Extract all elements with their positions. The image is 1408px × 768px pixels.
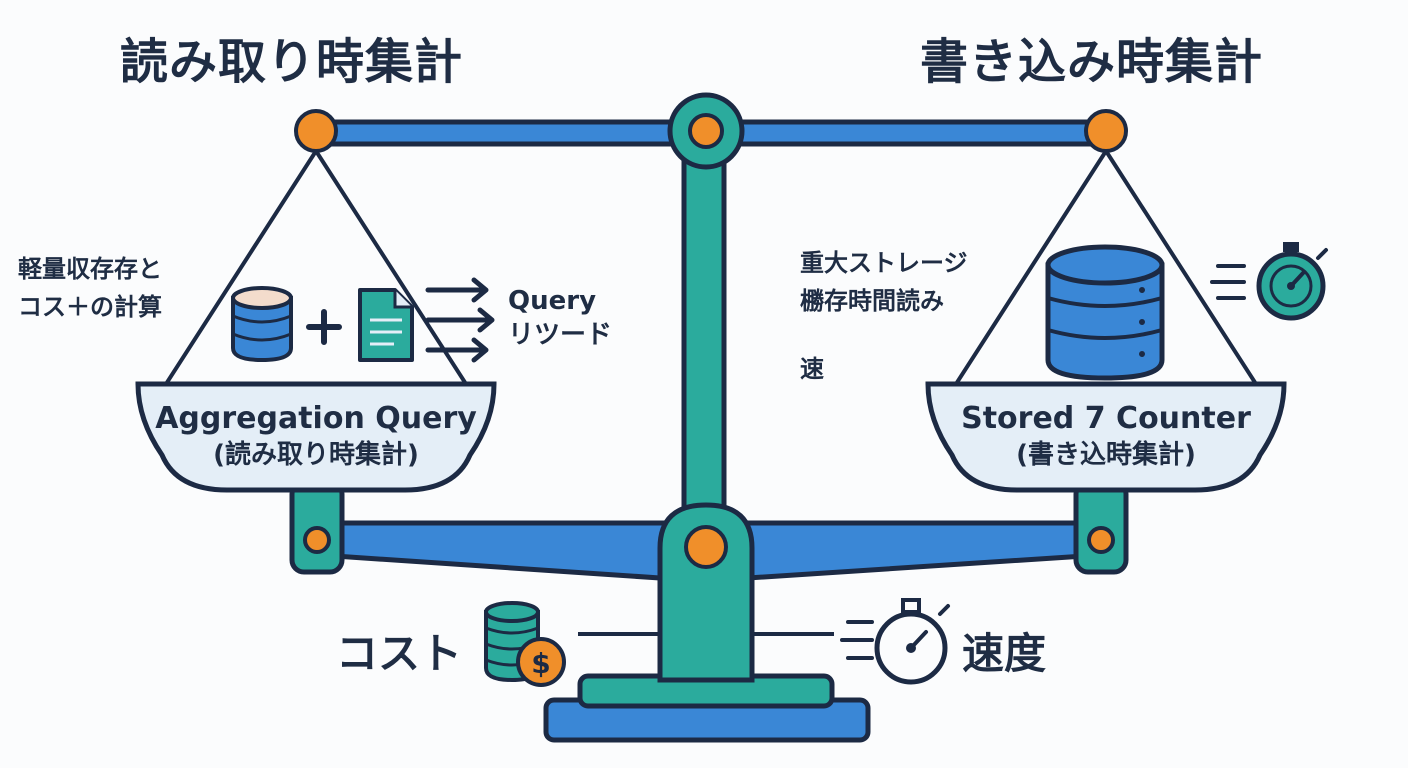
- aggregation-query-sublabel: (読み取り時集計): [213, 440, 419, 470]
- fast-stopwatch-icon: [1210, 242, 1328, 321]
- stopwatch-icon: [840, 598, 950, 685]
- arrow-label: Query リツード: [508, 284, 612, 352]
- arrow-label-line: リツード: [508, 320, 613, 350]
- server-database-icon: [1045, 244, 1165, 381]
- left-pan: [135, 381, 497, 493]
- arrow-label-line: Query: [508, 286, 597, 316]
- right-pan: [925, 381, 1287, 493]
- stored-counter-label: Stored 7 Counter: [961, 401, 1251, 436]
- central-pole: [681, 147, 727, 533]
- plus-icon: [306, 309, 342, 345]
- read-time-aggregation-title: 読み取り時集計: [120, 34, 464, 90]
- lower-pivot: [684, 525, 728, 569]
- database-icon: [231, 286, 293, 363]
- central-column: [657, 502, 755, 683]
- right-beam-end: [1084, 109, 1128, 153]
- write-time-aggregation-title: 書き込み時集計: [920, 34, 1264, 90]
- left-strings: [164, 149, 468, 386]
- left-pan-label: Aggregation Query (読み取り時集計): [138, 400, 494, 472]
- top-pivot-inner: [688, 113, 724, 149]
- arrows-icon: [425, 277, 495, 363]
- cost-label: コスト: [336, 629, 463, 678]
- right-note: 重大ストレージ 橳存時間読み 速: [800, 244, 968, 388]
- aggregation-query-label: Aggregation Query: [155, 401, 477, 436]
- left-note-line: 軽量収存存と: [18, 255, 162, 283]
- stored-counter-sublabel: (書き込時集計): [1016, 440, 1196, 470]
- right-note-line: 速: [800, 355, 824, 383]
- speed-label: 速度: [962, 629, 1047, 678]
- right-note-line: 橳存時間読み: [800, 287, 944, 315]
- right-note-line: 重大ストレージ: [800, 249, 968, 277]
- left-hanger-joint: [303, 526, 331, 554]
- dollar-sign: $: [531, 647, 550, 680]
- left-note: 軽量収存存と コス＋の計算: [18, 250, 162, 326]
- document-icon: [358, 288, 414, 362]
- right-pan-label: Stored 7 Counter (書き込時集計): [928, 400, 1284, 472]
- right-hanger-joint: [1087, 526, 1115, 554]
- right-strings: [954, 149, 1258, 386]
- left-note-line: コス＋の計算: [18, 293, 162, 321]
- dollar-coin-icon: [516, 637, 566, 687]
- left-beam-end: [294, 109, 338, 153]
